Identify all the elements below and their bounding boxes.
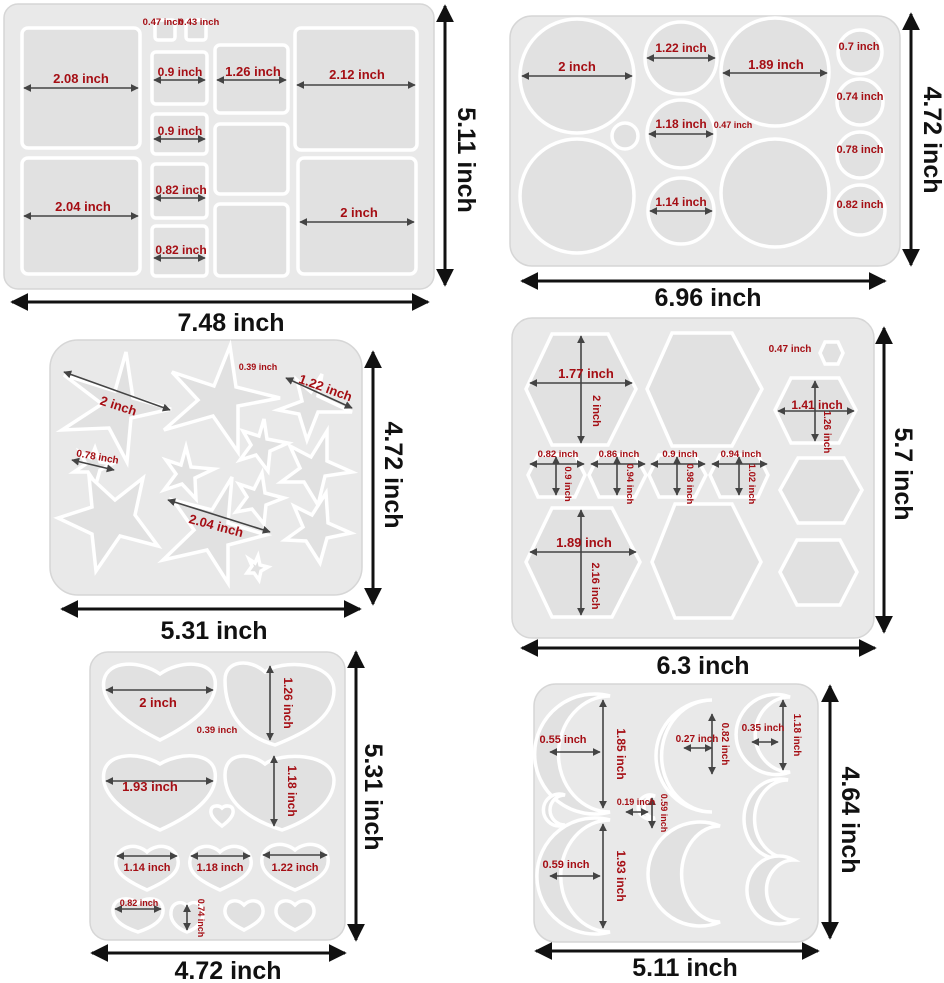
hex-label-2.16: 2.16 inch <box>589 562 601 609</box>
star-label-0.39: 0.39 inch <box>239 362 278 372</box>
moon-label-1.85: 1.85 inch <box>614 728 628 779</box>
heart-label-1.18a: 1.18 inch <box>285 765 299 816</box>
heart-label-2: 2 inch <box>139 695 177 710</box>
hex-label-0.94b: 0.94 inch <box>721 449 762 460</box>
heart-label-1.26: 1.26 inch <box>281 677 295 728</box>
circle-label-1.18: 1.18 inch <box>655 117 706 131</box>
heart-label-1.18b: 1.18 inch <box>196 862 243 874</box>
heart-label-0.74: 0.74 inch <box>196 899 206 938</box>
square-height: 5.11 inch <box>452 107 480 213</box>
heart-label-0.82: 0.82 inch <box>120 898 159 908</box>
heart-label-0.39: 0.39 inch <box>197 725 238 736</box>
moon-label-1.93: 1.93 inch <box>614 850 628 901</box>
hex-label-1.89: 1.89 inch <box>556 535 612 550</box>
circle-label-0.7: 0.7 inch <box>839 41 880 53</box>
moon-label-0.59b: 0.59 inch <box>542 859 589 871</box>
hex-label-0.98: 0.98 inch <box>684 464 695 505</box>
moon-label-0.82: 0.82 inch <box>719 723 730 766</box>
moon-label-0.19: 0.19 inch <box>617 797 656 807</box>
heart-label-1.14: 1.14 inch <box>123 862 170 874</box>
circle-width: 6.96 inch <box>655 284 762 312</box>
circle-label-0.78: 0.78 inch <box>836 144 883 156</box>
circle-label-1.22: 1.22 inch <box>655 41 706 55</box>
moon-label-1.18: 1.18 inch <box>791 714 802 757</box>
circle-label-2: 2 inch <box>558 59 596 74</box>
hex-label-1.02: 1.02 inch <box>746 464 757 505</box>
square-width: 7.48 inch <box>178 309 285 337</box>
square-label-0.47: 0.47 inch <box>143 17 184 28</box>
hex-label-0.9b: 0.9 inch <box>662 449 698 460</box>
moon-label-0.35: 0.35 inch <box>742 723 785 734</box>
square-label-0.82a: 0.82 inch <box>155 183 206 197</box>
square-label-2: 2 inch <box>340 205 378 220</box>
hex-label-0.9a: 0.9 inch <box>562 466 573 502</box>
circle-label-0.74: 0.74 inch <box>836 91 883 103</box>
circle-mold: 2 inch 1.22 inch 1.89 inch 0.7 inch 1.18… <box>509 12 944 312</box>
hex-label-0.82: 0.82 inch <box>538 449 579 460</box>
square-label-2.12: 2.12 inch <box>329 67 385 82</box>
hex-label-1.26: 1.26 inch <box>821 411 832 454</box>
hex-label-0.86: 0.86 inch <box>599 449 640 460</box>
moon-label-0.55: 0.55 inch <box>539 734 586 746</box>
moon-height: 4.64 inch <box>836 767 864 874</box>
hex-label-1.41: 1.41 inch <box>791 398 842 412</box>
circle-label-1.89: 1.89 inch <box>748 57 804 72</box>
circle-label-1.14: 1.14 inch <box>655 195 706 209</box>
hex-label-2: 2 inch <box>590 395 602 427</box>
heart-label-1.93: 1.93 inch <box>122 779 178 794</box>
moon-width: 5.11 inch <box>632 954 738 982</box>
heart-width: 4.72 inch <box>175 957 282 983</box>
square-label-0.82b: 0.82 inch <box>155 243 206 257</box>
moon-label-0.59a: 0.59 inch <box>659 794 669 833</box>
square-label-2.04: 2.04 inch <box>55 199 111 214</box>
heart-mold: 2 inch 1.26 inch 0.39 inch 1.93 inch 1.1… <box>89 650 387 983</box>
circle-label-0.82: 0.82 inch <box>836 199 883 211</box>
star-mold: 2 inch 0.39 inch 1.22 inch 0.78 inch 2.0… <box>49 339 407 645</box>
moon-label-0.27: 0.27 inch <box>676 734 719 745</box>
circle-label-0.47: 0.47 inch <box>714 120 753 130</box>
moon-mold: 0.55 inch 1.85 inch 0.27 inch 0.82 inch … <box>532 683 864 982</box>
star-height: 4.72 inch <box>379 422 407 529</box>
heart-height: 5.31 inch <box>359 744 387 851</box>
hexagon-mold: 1.77 inch 2 inch 0.47 inch 1.41 inch 1.2… <box>511 317 917 680</box>
square-label-0.43: 0.43 inch <box>179 17 220 28</box>
square-mold: 2.08 inch 2.04 inch 0.47 inch 0.43 inch … <box>3 3 480 337</box>
hex-label-0.94a: 0.94 inch <box>624 464 635 505</box>
square-label-2.08: 2.08 inch <box>53 71 109 86</box>
hex-width: 6.3 inch <box>656 652 749 680</box>
square-label-0.9b: 0.9 inch <box>158 124 203 138</box>
hex-label-0.47: 0.47 inch <box>769 344 812 355</box>
hex-label-1.77: 1.77 inch <box>558 366 614 381</box>
square-label-1.26: 1.26 inch <box>225 64 281 79</box>
hex-height: 5.7 inch <box>889 427 917 520</box>
square-label-0.9a: 0.9 inch <box>158 65 203 79</box>
star-width: 5.31 inch <box>161 617 268 645</box>
circle-height: 4.72 inch <box>918 87 944 194</box>
heart-label-1.22: 1.22 inch <box>271 862 318 874</box>
